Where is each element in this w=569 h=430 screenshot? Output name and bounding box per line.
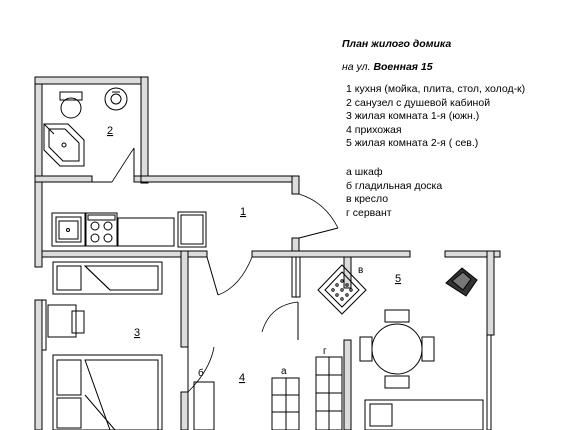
kitchen-sink-icon — [51, 212, 86, 247]
wall-bathroom-bottom-left — [34, 175, 93, 183]
window-right — [486, 334, 492, 430]
bed-room5-icon — [364, 399, 484, 430]
room5-furniture — [317, 264, 484, 430]
bathroom-fixtures — [43, 87, 128, 167]
address-prefix: на ул. — [342, 61, 371, 73]
hall-furniture — [193, 356, 343, 430]
rooms-legend-item: 3 жилая комната 1-я (южн.) — [346, 110, 480, 123]
windows — [41, 256, 492, 430]
furniture-legend-item: г сервант — [346, 206, 392, 219]
wall-bathroom-top — [34, 76, 149, 85]
stove-icon — [85, 212, 118, 247]
furniture-legend-item: а шкаф — [346, 166, 383, 178]
room-label-1: 1 — [240, 206, 246, 218]
doors — [92, 147, 339, 393]
room-label-5: 5 — [395, 273, 401, 285]
wall-kitchen-right-top — [291, 175, 300, 195]
rooms-legend-item: 5 жилая комната 2-я ( сев.) — [346, 137, 479, 150]
rooms-legend-item: 4 прихожая — [346, 123, 402, 136]
furniture-legend-item: б гладильная доска — [346, 179, 443, 192]
wall-bathroom-right — [140, 76, 149, 184]
plan-title: План жилого домика — [342, 38, 452, 50]
furniture-label-g: г — [323, 346, 327, 357]
rooms-legend-item: 1 кухня (мойка, плита, стол, холод-к) — [346, 83, 526, 95]
desk-icon — [47, 304, 85, 338]
wall-left-lower — [34, 299, 43, 430]
room3-furniture — [47, 261, 163, 430]
wall-room5-left-upper — [343, 256, 352, 289]
wall-north-room-top — [444, 250, 501, 258]
wall-room3-right-lower — [180, 391, 189, 430]
fridge-icon — [177, 211, 207, 248]
wardrobe-icon — [271, 377, 300, 430]
wall-room3-right — [180, 250, 189, 348]
walls — [34, 76, 501, 430]
door-kitchen-right — [298, 193, 339, 229]
wall-right — [486, 250, 495, 336]
wall-room5-left-lower — [343, 339, 352, 430]
furniture-legend: а шкаф б гладильная доска в кресло г сер… — [346, 166, 442, 220]
bed-upper-icon — [52, 261, 163, 295]
wall-partition-left — [41, 250, 208, 258]
room-label-3: 3 — [134, 327, 140, 339]
rooms-legend-item: 2 санузел с душевой кабиной — [346, 96, 491, 109]
room-label-4: 4 — [239, 372, 245, 384]
round-table-icon — [359, 309, 435, 389]
door-hall — [206, 256, 219, 296]
window-left — [41, 299, 47, 351]
furniture-label-b: б — [198, 367, 204, 379]
furniture-label-v: в — [358, 265, 363, 276]
bed-lower-icon — [52, 354, 163, 430]
wall-left-upper — [34, 76, 43, 268]
address-street: Военная 15 — [373, 61, 433, 73]
rooms-legend: 1 кухня (мойка, плита, стол, холод-к) 2 … — [346, 83, 525, 151]
kitchen-fixtures — [51, 211, 207, 248]
room-label-2: 2 — [107, 125, 113, 137]
wall-kitchen-top — [140, 175, 294, 183]
tv-icon — [445, 267, 478, 297]
sideboard-icon — [315, 356, 343, 430]
kitchen-table-icon — [117, 217, 175, 247]
plan-address: на ул. Военная 15 — [342, 61, 433, 73]
ironing-board-icon — [193, 381, 215, 430]
shower-cabin-icon — [43, 123, 85, 167]
armchair-icon — [317, 264, 367, 315]
toilet-icon — [59, 91, 83, 119]
wall-partition-right — [251, 250, 411, 258]
washbasin-icon — [104, 87, 128, 111]
furniture-label-a: а — [281, 366, 287, 377]
furniture-legend-item: в кресло — [346, 193, 389, 206]
